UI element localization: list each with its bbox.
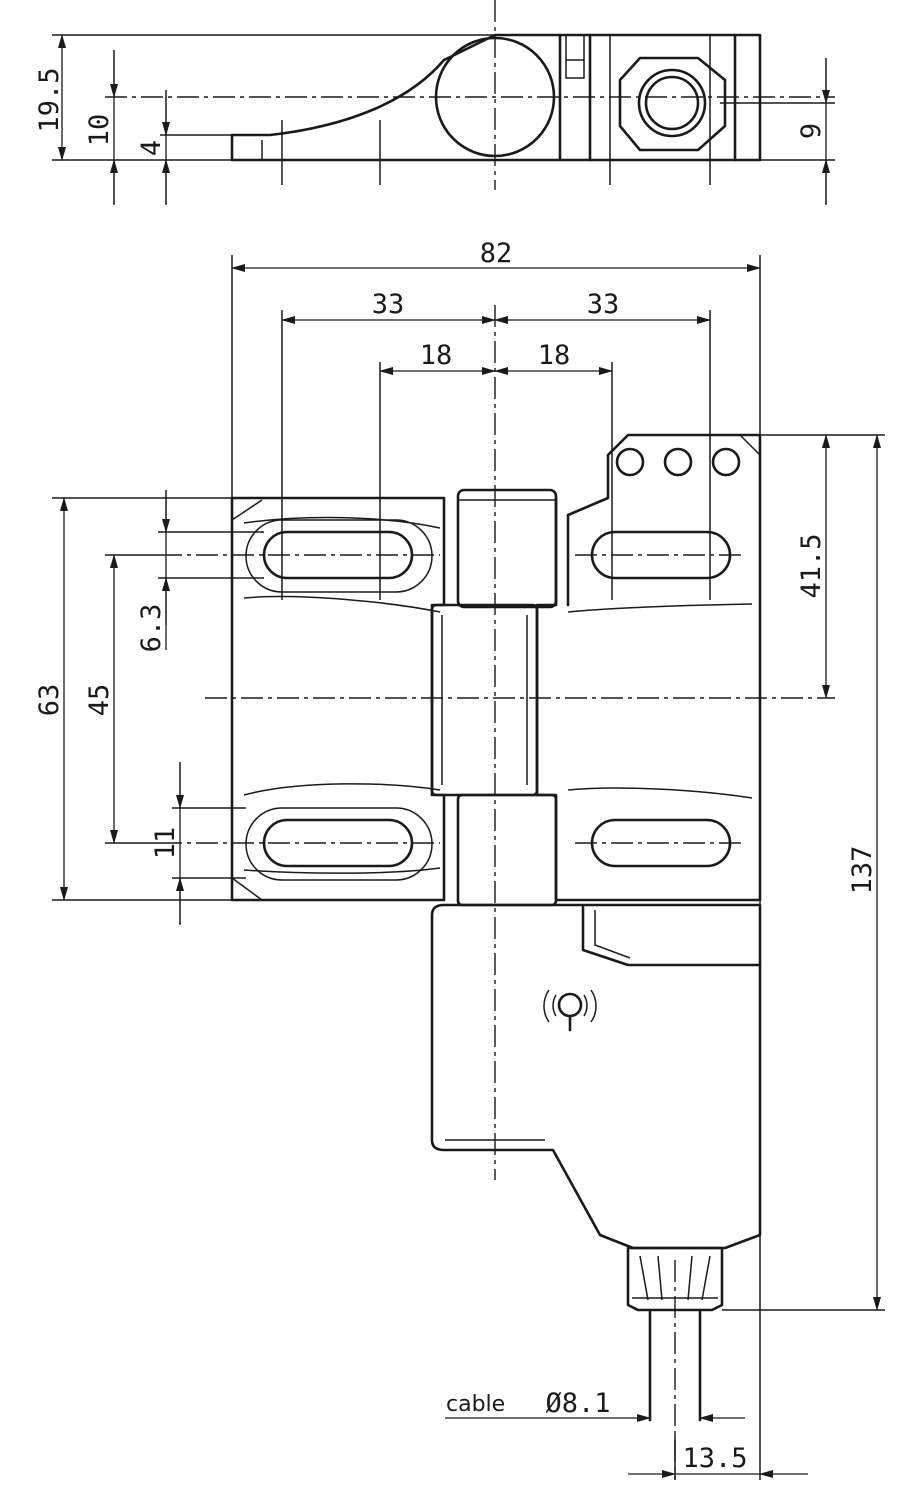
dim-cable-offset: 13.5 (682, 1443, 747, 1474)
dim-slot-band: 11 (150, 827, 181, 860)
dim-leaf-height: 63 (34, 684, 65, 717)
front-view: 82 33 33 18 18 (34, 238, 885, 1480)
dim-total-width: 82 (480, 238, 513, 269)
dim-connector-height: 9 (796, 123, 827, 139)
side-view: 19.5 10 4 9 (34, 0, 835, 205)
dim-slot-width: 6.3 (136, 604, 167, 653)
cable-label: cable (446, 1392, 505, 1417)
dim-slot-right: 33 (587, 289, 620, 320)
dim-slot-left: 33 (372, 289, 405, 320)
dim-hole-left: 18 (420, 340, 453, 371)
dim-height-total: 19.5 (34, 67, 65, 132)
dim-pivot-height: 10 (84, 114, 115, 147)
rfid-sensor-icon (543, 989, 597, 1032)
cable-diameter: Ø8.1 (545, 1388, 610, 1419)
dim-connector-offset: 41.5 (796, 533, 827, 598)
dim-base-height: 4 (136, 140, 167, 156)
dim-hole-right: 18 (538, 340, 571, 371)
dim-total-height: 137 (847, 846, 878, 895)
dim-slot-spacing: 45 (84, 684, 115, 717)
